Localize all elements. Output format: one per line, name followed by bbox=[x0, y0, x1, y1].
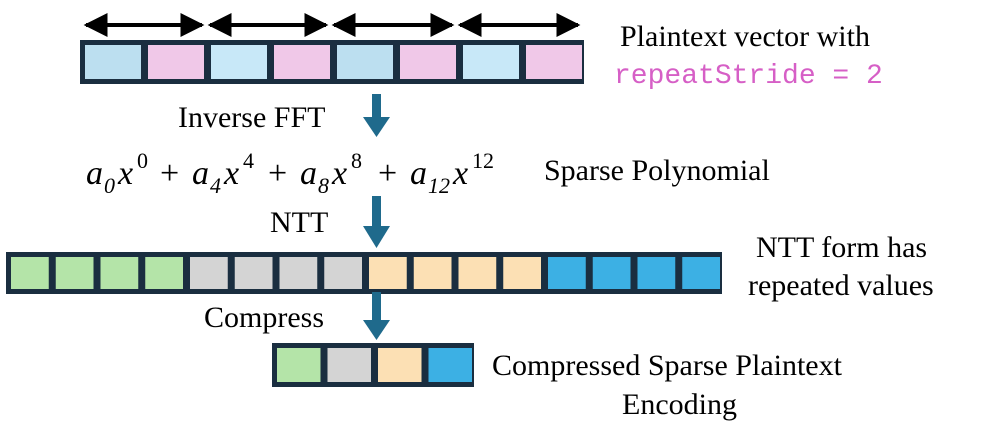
ntt-cell bbox=[682, 257, 720, 289]
ntt-cell bbox=[234, 257, 273, 289]
ntt-cell bbox=[190, 257, 228, 289]
compressed-label-line2: Encoding bbox=[622, 388, 737, 421]
repeat-stride-label: repeatStride = 2 bbox=[614, 61, 883, 92]
compressed-cell bbox=[327, 348, 371, 382]
compressed-cell bbox=[428, 348, 472, 382]
ntt-label: NTT bbox=[270, 206, 328, 239]
ntt-arrow bbox=[363, 196, 390, 248]
poly-x0-exp: 0 bbox=[137, 148, 148, 173]
ntt-cell bbox=[503, 257, 541, 289]
ntt-cell bbox=[637, 257, 676, 289]
ntt-cell bbox=[413, 257, 452, 289]
compressed-vector bbox=[272, 343, 474, 387]
ntt-cell bbox=[55, 257, 94, 289]
compressed-cell bbox=[378, 348, 422, 382]
poly-a0: a bbox=[86, 155, 103, 192]
poly-x8: x bbox=[331, 155, 347, 192]
inverse-fft-label: Inverse FFT bbox=[178, 101, 325, 134]
poly-x12: x bbox=[452, 155, 468, 192]
plaintext-cell bbox=[400, 45, 456, 79]
plaintext-label-line1: Plaintext vector with bbox=[620, 20, 870, 53]
plaintext-cell bbox=[148, 45, 204, 79]
poly-plus-1: + bbox=[160, 155, 179, 192]
ntt-cell bbox=[279, 257, 318, 289]
sparse-polynomial-label: Sparse Polynomial bbox=[544, 154, 770, 187]
poly-x4: x bbox=[223, 155, 239, 192]
poly-x4-exp: 4 bbox=[243, 148, 254, 173]
sparse-polynomial: a 0 x 0 + a 4 x 4 + a 8 x 8 + a 12 x 12 bbox=[86, 148, 494, 198]
poly-plus-2: + bbox=[268, 155, 287, 192]
plaintext-cell bbox=[85, 45, 141, 79]
plaintext-cell bbox=[463, 45, 519, 79]
plaintext-cell bbox=[211, 45, 267, 79]
ntt-cell bbox=[592, 257, 631, 289]
ntt-cell bbox=[458, 257, 497, 289]
ntt-cell bbox=[11, 257, 49, 289]
ntt-cell bbox=[145, 257, 183, 289]
ntt-cell bbox=[369, 257, 407, 289]
poly-a12-sub: 12 bbox=[428, 173, 450, 198]
poly-x12-exp: 12 bbox=[472, 148, 494, 173]
ntt-form-label-line1: NTT form has bbox=[756, 231, 927, 264]
ntt-cell bbox=[100, 257, 139, 289]
poly-a4-sub: 4 bbox=[210, 173, 221, 198]
poly-a8-sub: 8 bbox=[318, 173, 329, 198]
compressed-label-line1: Compressed Sparse Plaintext bbox=[492, 349, 843, 382]
compressed-cell bbox=[277, 348, 321, 382]
poly-a12: a bbox=[410, 155, 427, 192]
inverse-fft-arrow bbox=[363, 94, 390, 137]
poly-x0: x bbox=[117, 155, 133, 192]
plaintext-vector bbox=[80, 40, 584, 84]
ntt-cell bbox=[548, 257, 586, 289]
poly-a8: a bbox=[300, 155, 317, 192]
compress-arrow bbox=[363, 292, 390, 340]
poly-a4: a bbox=[192, 155, 209, 192]
ntt-vector bbox=[6, 252, 722, 294]
poly-x8-exp: 8 bbox=[351, 148, 362, 173]
plaintext-cell bbox=[526, 45, 582, 79]
plaintext-cell bbox=[274, 45, 330, 79]
poly-a0-sub: 0 bbox=[104, 173, 115, 198]
ntt-cell bbox=[324, 257, 362, 289]
ntt-form-label-line2: repeated values bbox=[748, 269, 934, 302]
compress-label: Compress bbox=[204, 301, 324, 334]
plaintext-cell bbox=[337, 45, 393, 79]
poly-plus-3: + bbox=[378, 155, 397, 192]
